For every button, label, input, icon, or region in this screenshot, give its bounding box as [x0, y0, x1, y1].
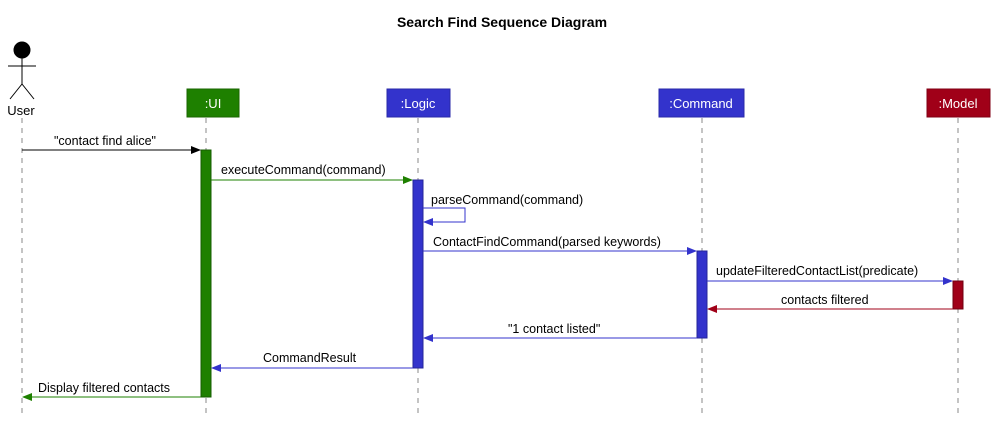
participant-logic: :Logic — [386, 88, 451, 118]
actor-label-user: User — [7, 103, 35, 118]
message-label-contact-find: "contact find alice" — [54, 134, 156, 148]
activation-command — [696, 250, 708, 339]
participant-model: :Model — [926, 88, 991, 118]
activation-model — [952, 280, 964, 310]
message-arrow-parse-command — [423, 207, 466, 226]
participant-command: :Command — [658, 88, 745, 118]
message-label-execute-command: executeCommand(command) — [221, 163, 386, 177]
diagram-title: Search Find Sequence Diagram — [397, 14, 607, 30]
message-label-update-filtered: updateFilteredContactList(predicate) — [716, 264, 918, 278]
message-label-contact-listed: "1 contact listed" — [508, 322, 600, 336]
message-label-display-contacts: Display filtered contacts — [38, 381, 170, 395]
activation-ui — [200, 149, 212, 398]
message-label-contact-find-command: ContactFindCommand(parsed keywords) — [433, 235, 661, 249]
participant-label-model: :Model — [938, 96, 977, 111]
participant-label-command: :Command — [669, 96, 733, 111]
activation-logic — [412, 179, 424, 369]
participant-label-ui: :UI — [205, 96, 222, 111]
user-actor-icon — [8, 41, 36, 100]
participant-ui: :UI — [186, 88, 240, 118]
message-label-command-result: CommandResult — [263, 351, 357, 365]
message-label-contacts-filtered: contacts filtered — [781, 293, 869, 307]
participant-label-logic: :Logic — [401, 96, 436, 111]
message-label-parse-command: parseCommand(command) — [431, 193, 583, 207]
